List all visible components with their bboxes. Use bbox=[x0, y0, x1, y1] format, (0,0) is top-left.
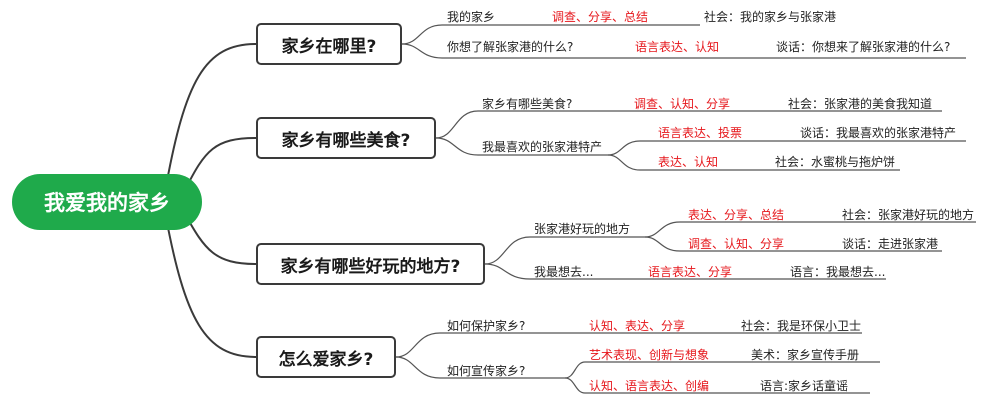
branch-3-sub-goals-2: 调查、认知、分享 bbox=[688, 237, 785, 251]
branch-3-activity-2: 语言：我最想去... bbox=[790, 265, 886, 279]
branch-topic-3[interactable]: 家乡有哪些好玩的地方? bbox=[256, 243, 485, 285]
branch-3-question-1: 张家港好玩的地方 bbox=[534, 222, 631, 236]
branch-4-sub-goals-2: 认知、语言表达、创编 bbox=[589, 379, 710, 393]
branch-4-question-1: 如何保护家乡? bbox=[447, 319, 526, 333]
connector-root-branch-2 bbox=[184, 137, 257, 191]
branch-1-question-2: 你想了解张家港的什么? bbox=[447, 40, 574, 54]
branch-2-sub-goals-2: 表达、认知 bbox=[658, 155, 719, 169]
root-topic[interactable]: 我爱我的家乡 bbox=[12, 174, 202, 230]
branch-4-sub-activity-1: 美术：家乡宣传手册 bbox=[751, 348, 860, 362]
connector-root-branch-3 bbox=[184, 213, 257, 265]
branch-3-question-2: 我最想去... bbox=[534, 265, 594, 279]
branch-2-question-2: 我最喜欢的张家港特产 bbox=[482, 140, 603, 154]
branch-topic-2[interactable]: 家乡有哪些美食? bbox=[256, 117, 436, 159]
branch-1-goals-2: 语言表达、认知 bbox=[635, 40, 720, 54]
branch-2-goals-1: 调查、认知、分享 bbox=[634, 97, 731, 111]
branch-4-question-2: 如何宣传家乡? bbox=[447, 364, 526, 378]
branch-topic-1[interactable]: 家乡在哪里? bbox=[256, 23, 402, 65]
branch-3-sub-goals-1: 表达、分享、总结 bbox=[688, 208, 785, 222]
branch-1-question-1: 我的家乡 bbox=[447, 10, 496, 24]
connector-root-branch-1 bbox=[164, 43, 257, 193]
branch-2-sub-activity-1: 谈话：我最喜欢的张家港特产 bbox=[800, 126, 957, 140]
branch-2-sub-activity-2: 社会：水蜜桃与拖炉饼 bbox=[775, 155, 896, 169]
branch-1-activity-2: 谈话：你想来了解张家港的什么? bbox=[776, 40, 951, 54]
branch-3-sub-activity-2: 谈话：走进张家港 bbox=[842, 237, 939, 251]
branch-4-activity-1: 社会：我是环保小卫士 bbox=[741, 319, 862, 333]
branch-1-activity-1: 社会：我的家乡与张家港 bbox=[704, 10, 837, 24]
branch-2-activity-1: 社会：张家港的美食我知道 bbox=[788, 97, 933, 111]
branch-3-goals-2: 语言表达、分享 bbox=[648, 265, 733, 279]
branch-topic-4[interactable]: 怎么爱家乡? bbox=[256, 336, 396, 378]
branch-4-sub-activity-2: 语言:家乡话童谣 bbox=[760, 379, 849, 393]
connector-root-branch-4 bbox=[164, 211, 257, 358]
branch-4-goals-1: 认知、表达、分享 bbox=[589, 319, 686, 333]
branch-2-sub-goals-1: 语言表达、投票 bbox=[658, 126, 743, 140]
branch-2-question-1: 家乡有哪些美食? bbox=[482, 97, 573, 111]
branch-1-goals-1: 调查、分享、总结 bbox=[552, 10, 649, 24]
branch-3-sub-activity-1: 社会：张家港好玩的地方 bbox=[842, 208, 975, 222]
branch-4-sub-goals-1: 艺术表现、创新与想象 bbox=[589, 348, 710, 362]
